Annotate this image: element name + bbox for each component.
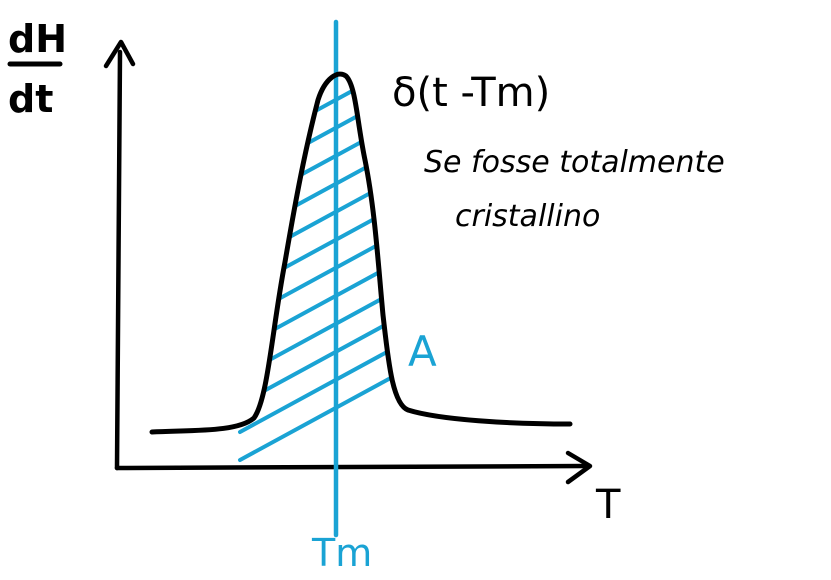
x-axis-arrowhead: [565, 450, 593, 485]
y-axis-label: dH dt: [7, 17, 67, 121]
x-axis-line: [114, 463, 588, 471]
hatch-stroke: [238, 248, 422, 350]
tm-label: Tm: [311, 531, 372, 575]
x-axis-label: T: [595, 482, 621, 528]
area-label: A: [408, 327, 437, 376]
hatch-stroke: [238, 108, 422, 210]
axes: T: [103, 39, 621, 528]
y-axis-arrowhead: [103, 39, 136, 69]
y-axis-label-numerator: dH: [8, 17, 67, 61]
hatch-stroke: [238, 164, 422, 266]
note-line-1: Se fosse totalmente: [424, 145, 725, 180]
hatch-stroke: [238, 192, 422, 294]
hatch-stroke: [238, 220, 422, 322]
delta-function-label: δ(t -Tm): [392, 70, 550, 116]
peak-curve: [149, 71, 573, 435]
y-axis-label-denominator: dt: [8, 77, 53, 121]
hatch-stroke: [238, 136, 422, 238]
note-line-2: cristallino: [455, 199, 600, 234]
y-axis-line: [114, 49, 123, 471]
